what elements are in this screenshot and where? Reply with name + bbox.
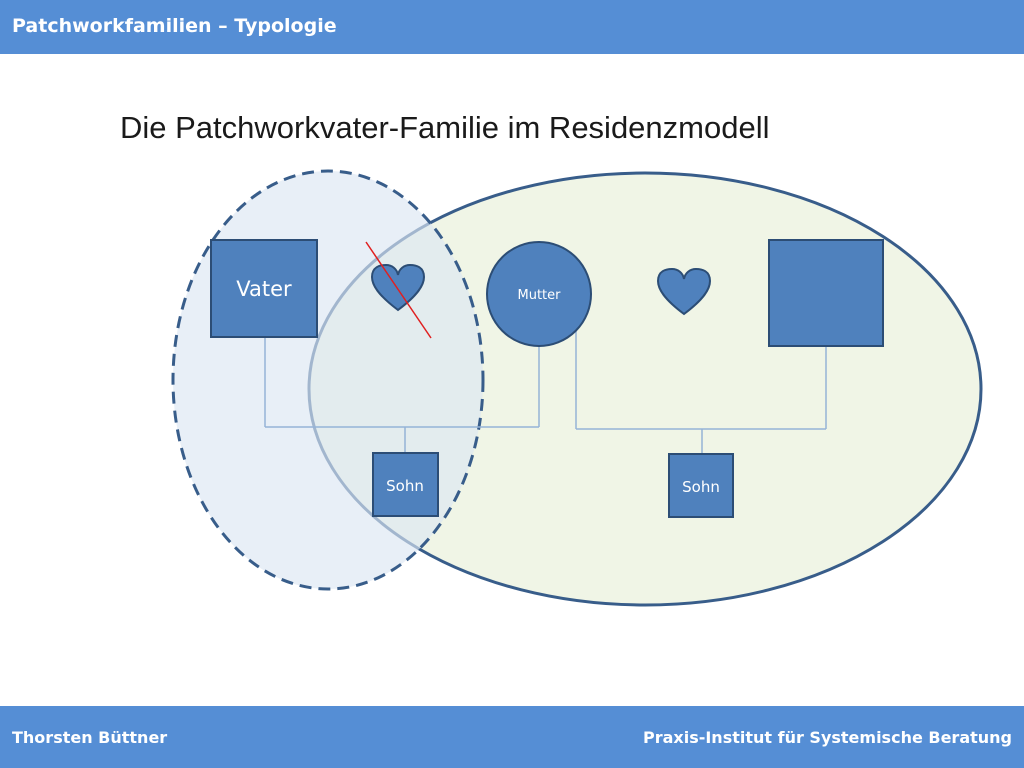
heart-icon: [370, 263, 426, 312]
slide-title: Die Patchworkvater-Familie im Residenzmo…: [120, 110, 770, 145]
header-bar: Patchworkfamilien – Typologie: [0, 0, 1024, 54]
son1-label: Sohn: [386, 477, 424, 495]
mother-label: Mutter: [518, 288, 562, 303]
son1-node: [372, 452, 439, 517]
connector-lines-second-family: [575, 330, 827, 454]
father-node: [210, 239, 318, 338]
son2-label: Sohn: [682, 478, 720, 496]
mother-node: [486, 241, 592, 347]
father-label: Vater: [236, 277, 292, 301]
separation-strike-line: [365, 241, 432, 339]
father-household-ellipse: [171, 169, 485, 591]
footer-bar: Thorsten Büttner Praxis-Institut für Sys…: [0, 706, 1024, 768]
partner-node: [768, 239, 884, 347]
connector-lines-first-family: [264, 337, 540, 453]
heart-icon: [656, 267, 712, 316]
footer-institute: Praxis-Institut für Systemische Beratung: [642, 728, 1012, 747]
footer-author: Thorsten Büttner: [12, 728, 168, 747]
header-title: Patchworkfamilien – Typologie: [12, 15, 337, 37]
son2-node: [668, 453, 734, 518]
